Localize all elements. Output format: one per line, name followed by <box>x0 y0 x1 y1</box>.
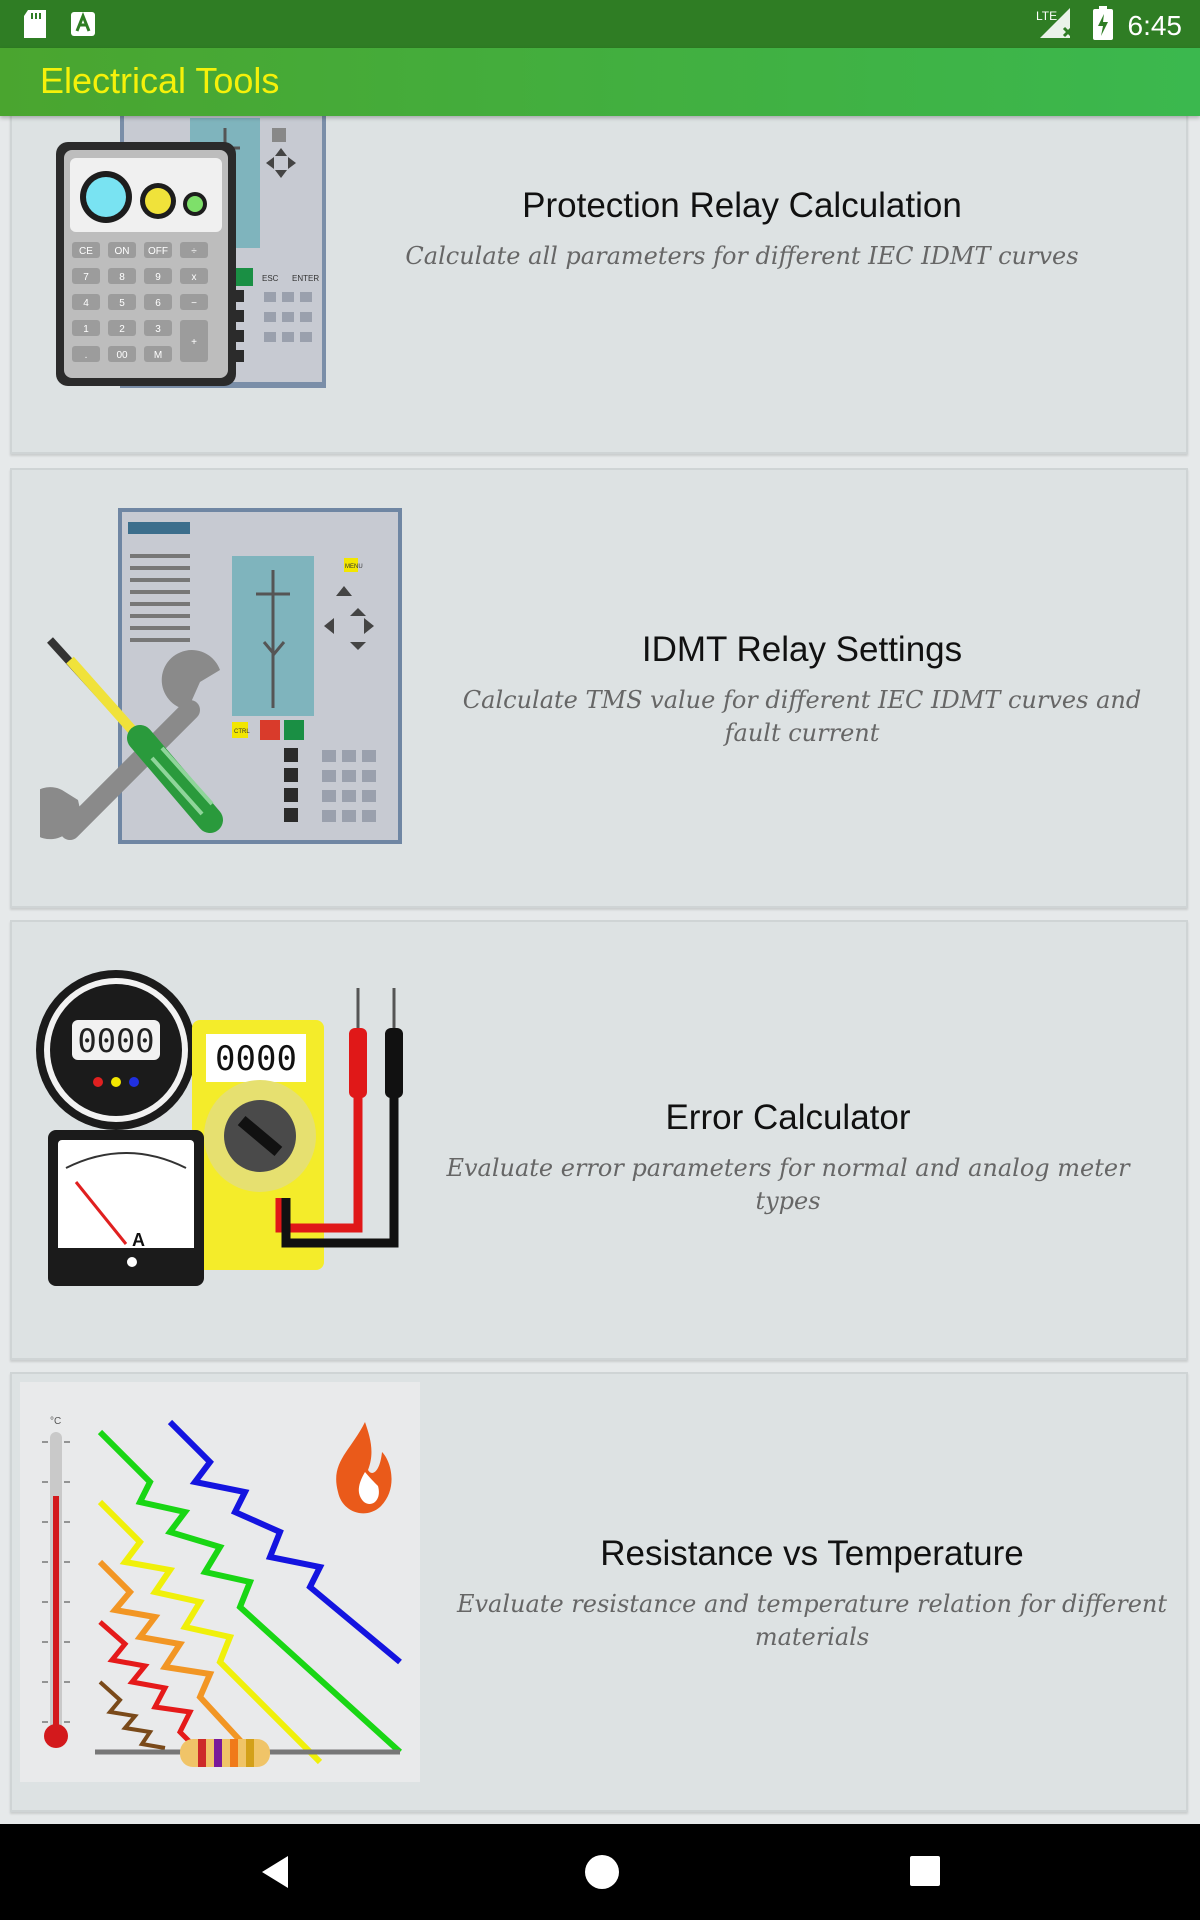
app-bar: Electrical Tools <box>0 48 1200 116</box>
card-error-calculator[interactable]: 0000 0000 A <box>10 920 1188 1360</box>
status-bar: LTE 6:45 <box>0 0 1200 48</box>
svg-text:CE: CE <box>79 246 93 257</box>
card-title: Protection Relay Calculation <box>522 186 962 225</box>
back-button[interactable] <box>256 1852 296 1897</box>
svg-text:2: 2 <box>119 324 125 335</box>
svg-text:ENTER: ENTER <box>292 274 319 283</box>
card-title: Resistance vs Temperature <box>600 1534 1024 1573</box>
tools-list[interactable]: ESC ENTER CE ON OFF ÷ 7 8 9 <box>0 116 1200 1824</box>
svg-text:°C: °C <box>50 1416 61 1427</box>
svg-text:00: 00 <box>116 350 128 361</box>
navigation-bar <box>0 1824 1200 1920</box>
card-resistance-vs-temperature[interactable]: °C <box>10 1372 1188 1812</box>
card-description: Evaluate error parameters for normal and… <box>446 1154 1130 1215</box>
sd-card-icon <box>22 10 48 43</box>
svg-text:9: 9 <box>155 272 161 283</box>
card-text: IDMT Relay Settings Calculate TMS value … <box>452 630 1152 750</box>
svg-text:1: 1 <box>83 324 89 335</box>
card-title: Error Calculator <box>665 1098 911 1137</box>
battery-charging-icon <box>1092 6 1114 45</box>
svg-text:3: 3 <box>155 324 161 335</box>
svg-text:M: M <box>154 350 162 361</box>
svg-text:x: x <box>192 272 197 283</box>
card-description: Calculate TMS value for different IEC ID… <box>462 686 1142 747</box>
svg-text:ON: ON <box>115 246 130 257</box>
svg-text:8: 8 <box>119 272 125 283</box>
svg-text:7: 7 <box>83 272 89 283</box>
multimeter-illustration: 0000 0000 A <box>36 968 416 1293</box>
card-text: Protection Relay Calculation Calculate a… <box>392 186 1092 273</box>
card-idmt-relay-settings[interactable]: MENU CTRL IDMT Rela <box>10 468 1188 908</box>
svg-text:MENU: MENU <box>345 564 363 570</box>
svg-text:A: A <box>132 1230 145 1250</box>
home-icon <box>585 1855 619 1889</box>
svg-text:5: 5 <box>119 298 125 309</box>
card-text: Error Calculator Evaluate error paramete… <box>428 1098 1148 1218</box>
recents-icon <box>910 1856 940 1886</box>
home-button[interactable] <box>582 1852 622 1897</box>
app-title: Electrical Tools <box>40 60 280 101</box>
a-notification-icon <box>70 10 96 43</box>
svg-text:0000: 0000 <box>215 1039 297 1079</box>
clock: 6:45 <box>1127 9 1183 41</box>
svg-text:LTE: LTE <box>1036 9 1057 23</box>
back-icon <box>262 1856 288 1888</box>
svg-text:OFF: OFF <box>148 246 168 257</box>
svg-text:−: − <box>191 298 197 309</box>
svg-text:.: . <box>85 350 88 361</box>
lte-signal-icon: LTE <box>1034 6 1078 45</box>
card-description: Evaluate resistance and temperature rela… <box>456 1590 1168 1651</box>
resistance-temperature-illustration: °C <box>20 1382 420 1787</box>
protection-relay-illustration: ESC ENTER CE ON OFF ÷ 7 8 9 <box>40 116 340 413</box>
svg-text:6: 6 <box>155 298 161 309</box>
wrench-screwdriver-icon <box>24 630 260 855</box>
svg-text:CTRL: CTRL <box>234 729 250 735</box>
svg-text:+: + <box>191 337 197 348</box>
card-title: IDMT Relay Settings <box>641 630 963 669</box>
card-protection-relay[interactable]: ESC ENTER CE ON OFF ÷ 7 8 9 <box>10 116 1188 454</box>
svg-text:ESC: ESC <box>262 274 279 283</box>
recents-button[interactable] <box>908 1854 942 1893</box>
card-description: Calculate all parameters for different I… <box>405 242 1079 270</box>
svg-text:÷: ÷ <box>191 246 197 257</box>
svg-text:0000: 0000 <box>77 1022 154 1060</box>
svg-text:4: 4 <box>83 298 89 309</box>
card-text: Resistance vs Temperature Evaluate resis… <box>452 1534 1172 1654</box>
